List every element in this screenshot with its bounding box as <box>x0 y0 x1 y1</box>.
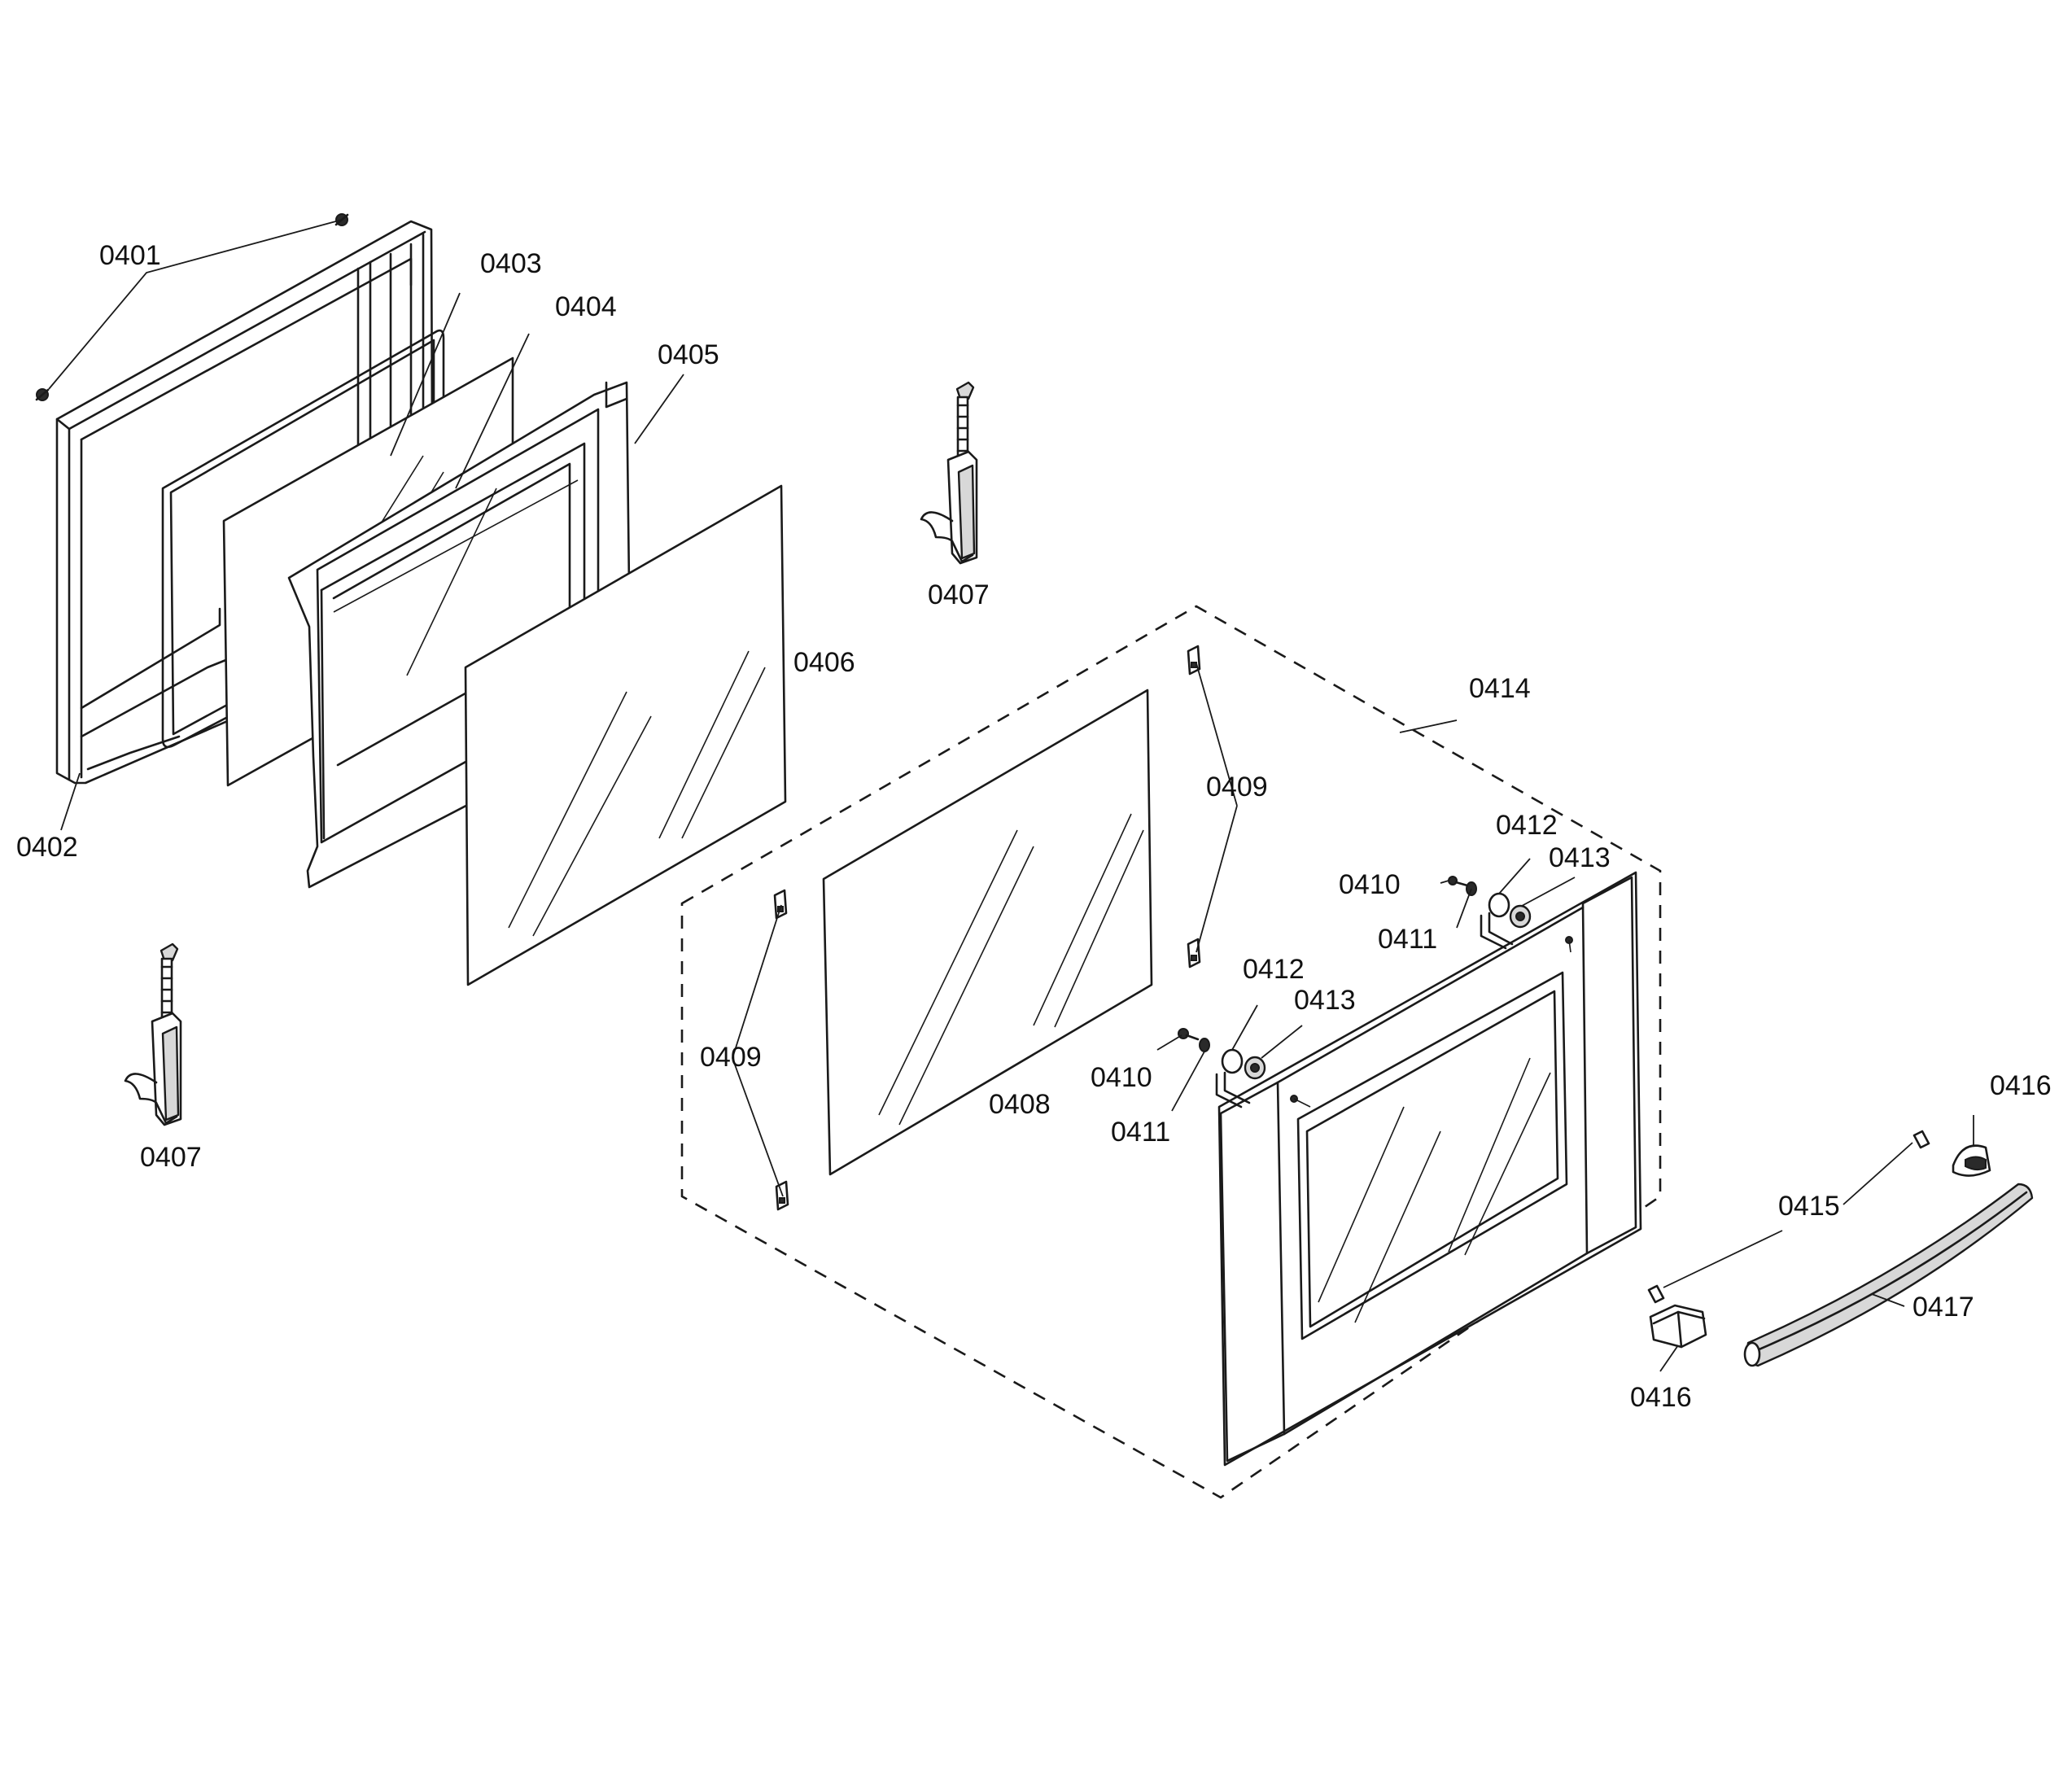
label-0415: 0415 <box>1778 1191 1840 1222</box>
leader-lines <box>48 219 1974 1372</box>
assembly-outline-0414 <box>680 605 1662 1499</box>
part-hinge-hardware-right <box>1448 876 1532 950</box>
part-handle-end-caps <box>1649 1144 1991 1349</box>
label-0406: 0406 <box>793 647 855 678</box>
part-hinge-upper <box>920 381 978 565</box>
part-door-screws <box>35 213 349 401</box>
label-0407-lower: 0407 <box>140 1142 202 1173</box>
label-0414: 0414 <box>1469 673 1531 704</box>
label-0404: 0404 <box>555 291 617 322</box>
label-0411-left: 0411 <box>1111 1117 1170 1148</box>
callout-labels: 0401 0402 0403 0404 0405 0406 0407 0407 … <box>16 240 2052 1413</box>
label-0405: 0405 <box>658 339 719 370</box>
label-0416-right: 0416 <box>1990 1070 2052 1101</box>
label-0413-right: 0413 <box>1549 842 1611 873</box>
part-inner-door-glass <box>822 689 1153 1176</box>
label-0411-right: 0411 <box>1378 924 1437 955</box>
label-0408: 0408 <box>989 1089 1051 1120</box>
label-0413-left: 0413 <box>1294 985 1356 1016</box>
part-hinge-lower <box>124 942 182 1126</box>
label-0410-left: 0410 <box>1091 1062 1152 1093</box>
label-0409-right: 0409 <box>1206 772 1268 802</box>
label-0402: 0402 <box>16 832 78 863</box>
label-0412-left: 0412 <box>1243 954 1305 985</box>
label-0401: 0401 <box>99 240 161 271</box>
label-0412-right: 0412 <box>1496 810 1558 841</box>
part-handle-screws <box>1647 1130 1930 1304</box>
label-0409-left: 0409 <box>700 1042 762 1073</box>
part-handle-bar <box>1743 1183 2034 1367</box>
label-0407-upper: 0407 <box>928 579 990 610</box>
part-outer-door-panel <box>1217 871 1642 1467</box>
label-0416-left: 0416 <box>1630 1382 1692 1413</box>
part-outer-glass-panel <box>464 484 787 986</box>
label-0410-right: 0410 <box>1339 869 1401 900</box>
label-0403: 0403 <box>480 248 542 279</box>
label-0417: 0417 <box>1912 1292 1974 1323</box>
